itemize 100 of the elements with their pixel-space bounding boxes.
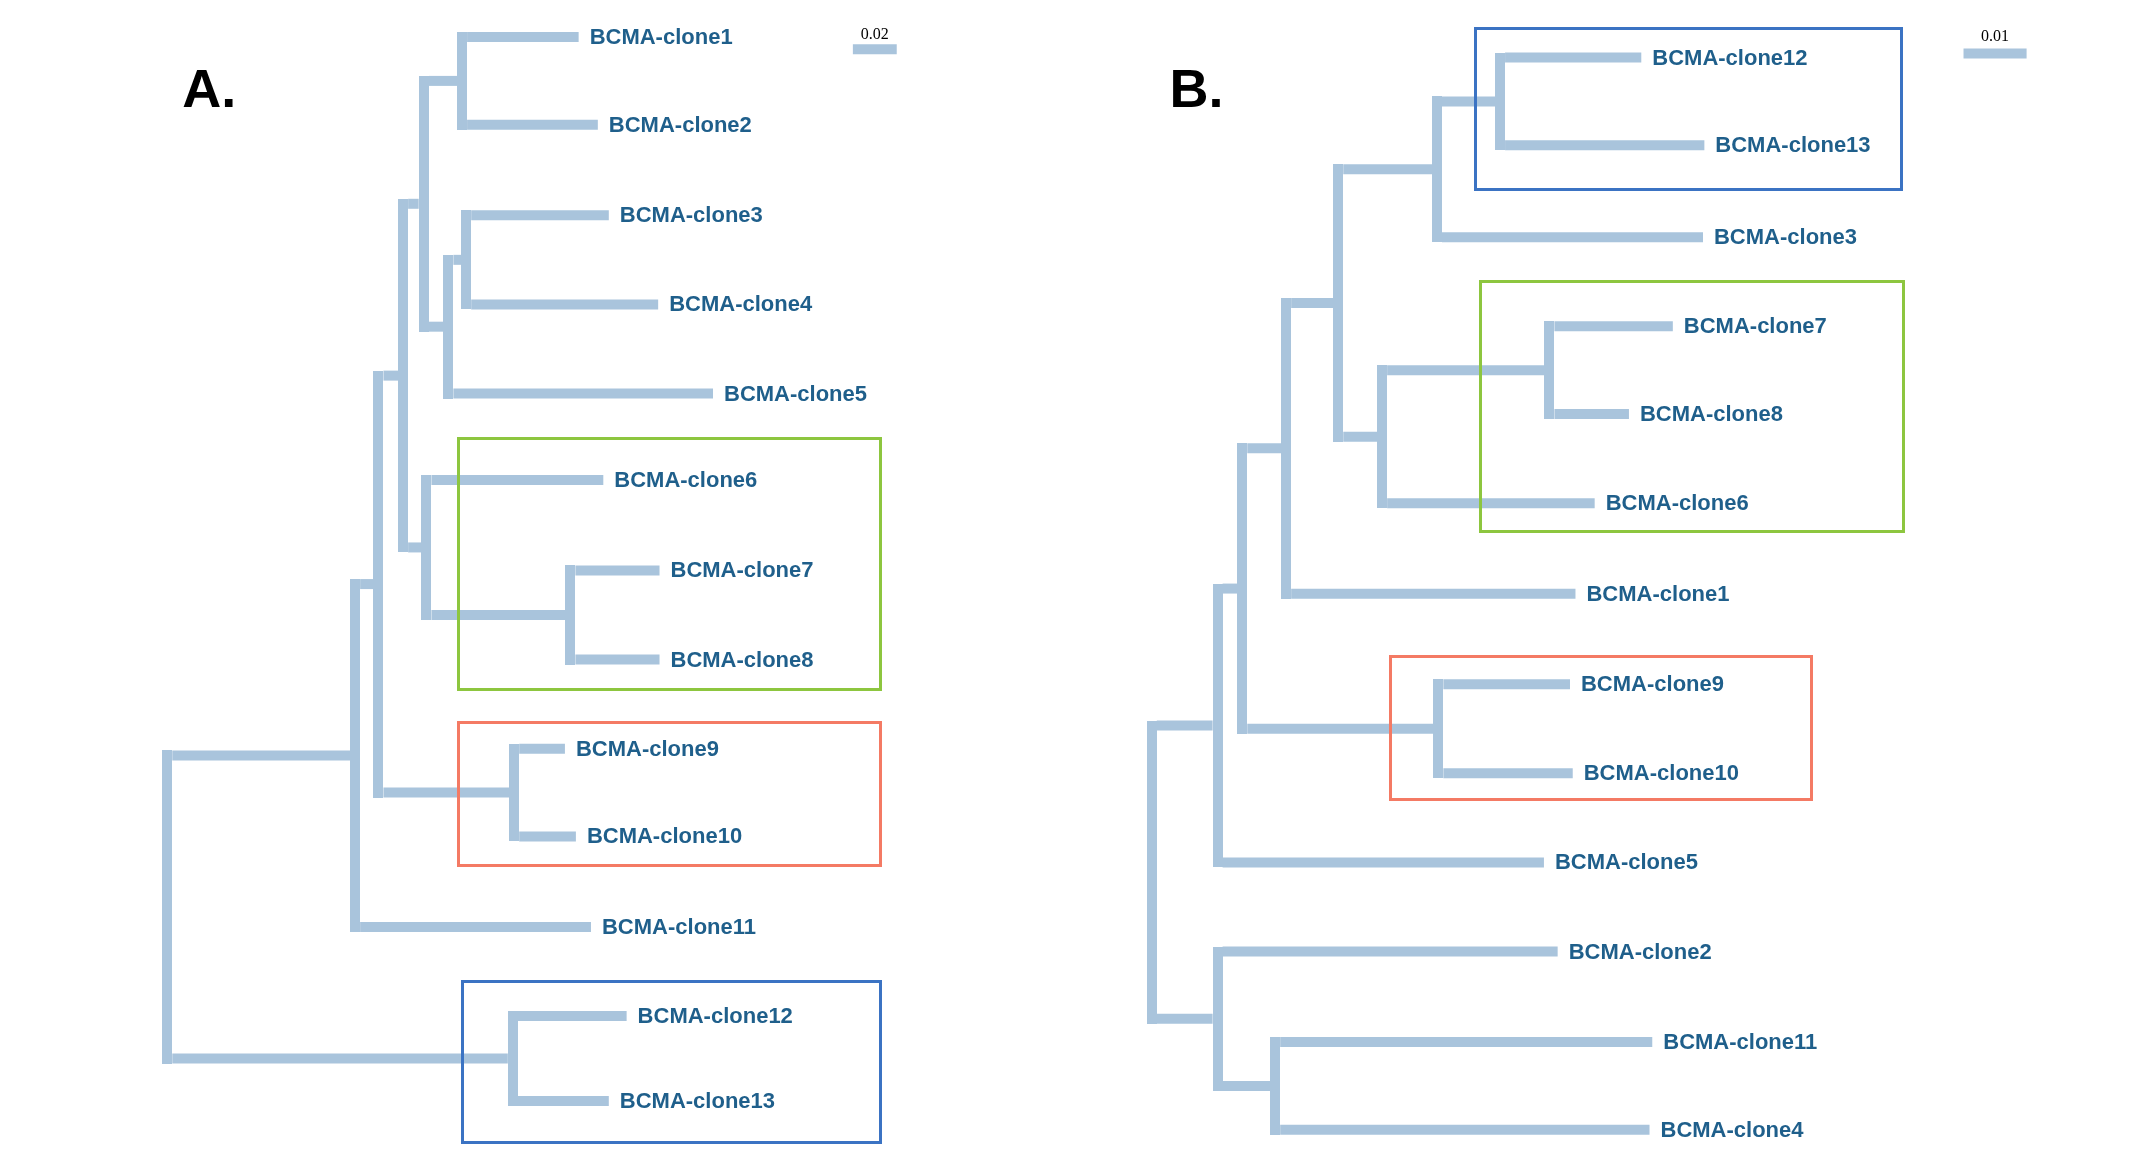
tree-branch bbox=[1387, 498, 1595, 509]
branch-node bbox=[373, 370, 384, 798]
tree-branch bbox=[1554, 321, 1673, 332]
tree-branch bbox=[1343, 164, 1432, 175]
tree-branch bbox=[453, 388, 713, 399]
branch-node bbox=[1495, 52, 1506, 151]
tree-branch bbox=[467, 32, 579, 42]
tree-branch bbox=[519, 831, 576, 842]
tree-branch bbox=[1291, 298, 1334, 309]
taxon-label: BCMA-clone3 bbox=[608, 201, 763, 230]
tree-branch bbox=[1222, 857, 1544, 868]
tree-branch bbox=[383, 787, 510, 798]
taxon-label: BCMA-clone8 bbox=[1628, 400, 1783, 429]
tree-branch bbox=[1280, 1037, 1653, 1048]
branch-node bbox=[1432, 96, 1442, 243]
branch-node bbox=[418, 75, 429, 332]
taxon-label: BCMA-clone12 bbox=[1641, 43, 1808, 72]
branch-node bbox=[421, 474, 432, 620]
panel-label: B. bbox=[1169, 57, 1224, 118]
taxon-label: BCMA-clone1 bbox=[578, 23, 733, 51]
tree-branch bbox=[431, 609, 566, 620]
branch-node bbox=[457, 32, 468, 130]
tree-branch bbox=[471, 299, 659, 310]
taxon-label: BCMA-clone4 bbox=[1649, 1115, 1804, 1144]
tree-branch bbox=[172, 750, 351, 761]
tree-branch bbox=[172, 1053, 508, 1064]
branch-node bbox=[1270, 1037, 1281, 1135]
taxon-label: BCMA-clone3 bbox=[1703, 223, 1857, 252]
tree-branch bbox=[575, 565, 660, 576]
taxon-label: BCMA-clone6 bbox=[1594, 489, 1749, 518]
taxon-label: BCMA-clone1 bbox=[1575, 579, 1730, 608]
tree-branch bbox=[431, 474, 604, 485]
tree-branch bbox=[1505, 140, 1705, 151]
branch-node bbox=[398, 198, 409, 553]
branch-node bbox=[1212, 583, 1223, 868]
tree-branch bbox=[428, 75, 458, 86]
branch-node bbox=[443, 254, 454, 399]
taxon-label: BCMA-clone13 bbox=[1704, 131, 1871, 160]
tree-branch bbox=[408, 198, 419, 209]
clade-box bbox=[1389, 655, 1813, 801]
tree-branch bbox=[467, 119, 598, 130]
branch-node bbox=[1212, 946, 1223, 1091]
tree-branch bbox=[1222, 583, 1238, 594]
tree-branch bbox=[1442, 96, 1496, 107]
taxon-label: BCMA-clone2 bbox=[1557, 937, 1712, 966]
scale-value: 0.01 bbox=[1981, 27, 2010, 46]
taxon-label: BCMA-clone6 bbox=[603, 465, 758, 494]
taxon-label: BCMA-clone8 bbox=[659, 645, 814, 674]
clade-box bbox=[456, 437, 882, 692]
taxon-label: BCMA-clone13 bbox=[608, 1087, 776, 1116]
tree-branch bbox=[1247, 723, 1434, 734]
taxon-label: BCMA-clone5 bbox=[713, 379, 867, 408]
branch-node bbox=[1377, 365, 1388, 509]
tree-branch bbox=[1443, 768, 1573, 779]
branch-node bbox=[1237, 443, 1248, 734]
clade-box bbox=[460, 980, 882, 1144]
taxon-label: BCMA-clone7 bbox=[1672, 312, 1827, 341]
taxon-label: BCMA-clone11 bbox=[590, 912, 756, 941]
tree-branch bbox=[1156, 720, 1213, 731]
tree-branch bbox=[1442, 232, 1703, 243]
taxon-label: BCMA-clone9 bbox=[564, 734, 719, 763]
panel-label: A. bbox=[182, 57, 237, 118]
tree-branch bbox=[1387, 365, 1545, 376]
branch-node bbox=[1333, 164, 1344, 442]
tree-branch bbox=[519, 743, 565, 754]
tree-branch bbox=[360, 921, 591, 932]
taxon-label: BCMA-clone10 bbox=[575, 822, 743, 851]
tree-branch bbox=[1343, 431, 1378, 442]
clade-box bbox=[1474, 27, 1904, 191]
taxon-label: BCMA-clone12 bbox=[626, 1002, 793, 1030]
tree-branch bbox=[453, 254, 462, 265]
tree-branch bbox=[360, 579, 374, 590]
taxon-label: BCMA-clone10 bbox=[1572, 759, 1739, 788]
taxon-label: BCMA-clone9 bbox=[1569, 670, 1724, 699]
tree-branch bbox=[1156, 1013, 1213, 1024]
taxon-label: BCMA-clone5 bbox=[1543, 848, 1698, 877]
taxon-label: BCMA-clone11 bbox=[1652, 1028, 1818, 1057]
branch-node bbox=[350, 579, 361, 932]
branch-node bbox=[1544, 321, 1555, 420]
branch-node bbox=[162, 750, 173, 1064]
tree-branch bbox=[1222, 946, 1558, 957]
branch-node bbox=[565, 565, 576, 665]
tree-branch bbox=[1554, 409, 1629, 420]
branch-node bbox=[509, 743, 520, 842]
clade-box bbox=[456, 721, 882, 867]
branch-node bbox=[1146, 720, 1157, 1024]
tree-branch bbox=[1291, 588, 1576, 599]
branch-node bbox=[1281, 298, 1292, 599]
tree-branch bbox=[1505, 52, 1642, 63]
scale-value: 0.02 bbox=[860, 24, 889, 43]
tree-branch bbox=[1443, 679, 1570, 690]
branch-node bbox=[507, 1011, 518, 1106]
tree-branch bbox=[471, 210, 609, 221]
tree-branch bbox=[1247, 443, 1282, 454]
taxon-label: BCMA-clone4 bbox=[658, 290, 813, 319]
tree-branch bbox=[428, 321, 444, 332]
tree-branch bbox=[1222, 1080, 1271, 1091]
taxon-label: BCMA-clone7 bbox=[659, 556, 814, 585]
tree-branch bbox=[1280, 1124, 1650, 1135]
tree-branch bbox=[383, 370, 399, 381]
